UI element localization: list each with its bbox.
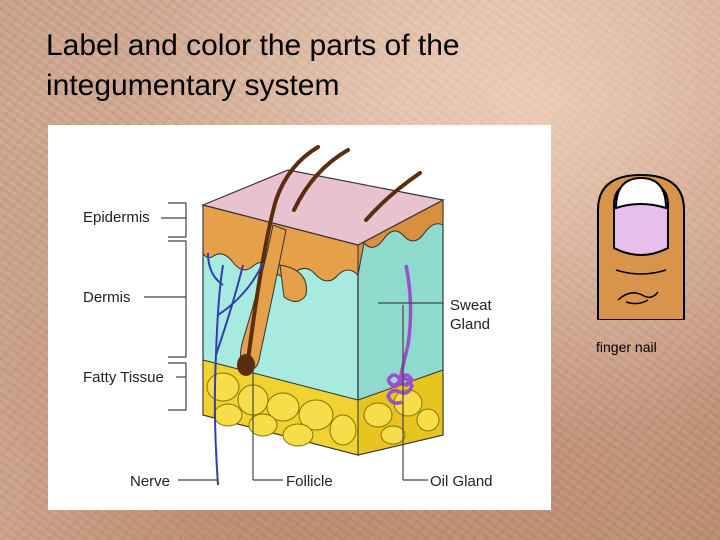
label-sweat-gland-line1: Sweat bbox=[450, 297, 493, 314]
finger-drawing bbox=[597, 173, 685, 321]
slide-title: Label and color the parts of the integum… bbox=[46, 26, 646, 106]
epidermis-side-layer bbox=[357, 199, 444, 276]
label-follicle: Follicle bbox=[286, 473, 333, 490]
title-line-1: Label and color the parts of the bbox=[46, 29, 460, 62]
hair-strands bbox=[246, 145, 422, 362]
knuckle-crease-upper bbox=[615, 269, 667, 275]
label-leader-lines bbox=[144, 202, 443, 485]
oil-gland-shape bbox=[279, 264, 307, 302]
follicle-bulb bbox=[237, 354, 255, 376]
label-dermis: Dermis bbox=[83, 289, 131, 306]
finger-illustration bbox=[586, 170, 696, 321]
label-epidermis: Epidermis bbox=[83, 209, 150, 226]
nail-tip bbox=[614, 176, 668, 210]
label-fatty-tissue: Fatty Tissue bbox=[83, 369, 164, 386]
knuckle-crease-lower bbox=[617, 291, 659, 305]
label-sweat-gland-line2: Gland bbox=[450, 316, 490, 333]
title-line-2: integumentary system bbox=[46, 69, 340, 102]
label-oil-gland: Oil Gland bbox=[430, 473, 493, 490]
skin-cross-section: Epidermis Dermis Fatty Tissue Sweat Glan… bbox=[83, 145, 493, 490]
label-nerve: Nerve bbox=[130, 473, 170, 490]
sweat-gland-shape bbox=[386, 264, 415, 405]
nerve-branches bbox=[207, 252, 264, 486]
skin-diagram: Epidermis Dermis Fatty Tissue Sweat Glan… bbox=[48, 125, 551, 510]
finger-nail-caption: finger nail bbox=[596, 339, 657, 355]
skin-surface bbox=[201, 169, 445, 246]
